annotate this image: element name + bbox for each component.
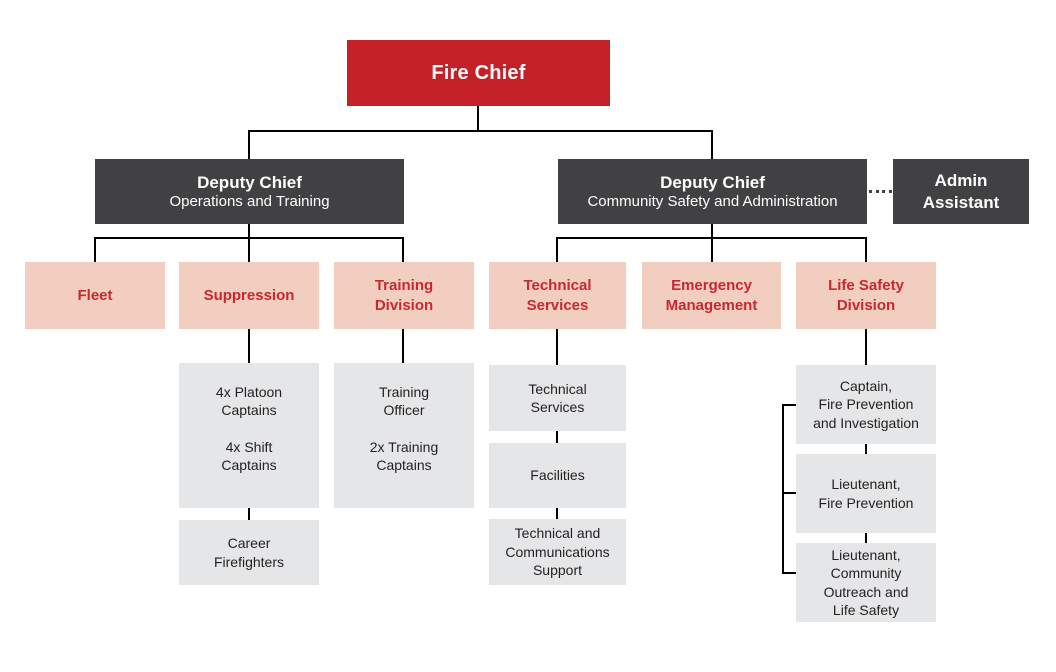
connector-line [248,237,250,262]
training-staff-box: Training Officer 2x Training Captains [334,363,474,508]
platoon-captains-label: 4x Platoon Captains [215,383,283,419]
technical-services-division-box: Technical Services [489,262,626,329]
fleet-division-box: Fleet [25,262,165,329]
connector-line [248,130,713,132]
connector-line [865,533,867,543]
connector-line [248,224,250,237]
connector-line [556,508,558,519]
life-safety-division-box: Life Safety Division [796,262,936,329]
deputy-chief-community-safety-subtitle: Community Safety and Administration [587,192,838,210]
connector-line [248,130,250,159]
connector-line [711,130,713,159]
bracket-line [782,492,796,494]
suppression-division-box: Suppression [179,262,319,329]
career-firefighters-box: Career Firefighters [179,520,319,585]
connector-line [556,237,558,262]
lieutenant-community-outreach-box: Lieutenant, Community Outreach and Life … [796,543,936,622]
connector-line [402,329,404,363]
connector-line [556,329,558,365]
facilities-unit-box: Facilities [489,443,626,508]
training-division-box: Training Division [334,262,474,329]
connector-line [556,431,558,443]
suppression-captains-box: 4x Platoon Captains 4x Shift Captains [179,363,319,508]
bracket-line [782,404,796,406]
connector-line [248,508,250,520]
deputy-chief-operations-subtitle: Operations and Training [169,192,330,210]
lieutenant-fire-prevention-box: Lieutenant, Fire Prevention [796,454,936,533]
deputy-chief-community-safety-box: Deputy Chief Community Safety and Admini… [558,159,867,224]
captain-fire-prevention-box: Captain, Fire Prevention and Investigati… [796,365,936,444]
connector-line [477,106,479,132]
connector-line [248,329,250,363]
connector-line [865,444,867,454]
connector-line [402,237,404,262]
shift-captains-label: 4x Shift Captains [221,438,277,473]
connector-line [711,224,713,237]
deputy-chief-operations-title: Deputy Chief [197,172,302,192]
training-officer-label: Training Officer [378,383,430,419]
technical-communications-support-box: Technical and Communications Support [489,519,626,585]
deputy-chief-operations-box: Deputy Chief Operations and Training [95,159,404,224]
bracket-line [782,404,784,574]
connector-line [865,329,867,365]
bracket-line [782,572,796,574]
connector-line [711,237,713,262]
technical-services-unit-box: Technical Services [489,365,626,431]
admin-assistant-box: Admin Assistant [893,159,1029,224]
dotted-connector-line [869,190,892,193]
connector-line [94,237,96,262]
deputy-chief-community-safety-title: Deputy Chief [660,172,765,192]
fire-chief-box: Fire Chief [347,40,610,106]
emergency-management-division-box: Emergency Management [642,262,781,329]
training-captains-label: 2x Training Captains [369,438,439,473]
connector-line [865,237,867,262]
